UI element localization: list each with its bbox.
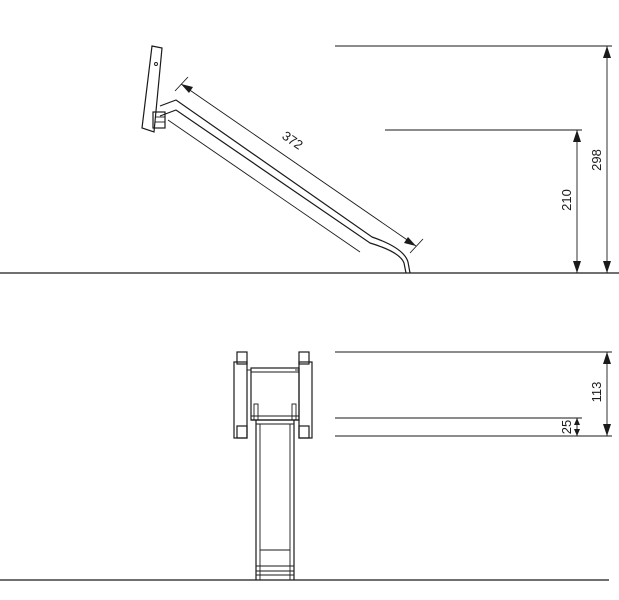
front-platform (250, 367, 300, 421)
total-height-label: 298 (589, 149, 604, 171)
front-total-height-dimension: 113 (335, 351, 612, 437)
front-total-height-label: 113 (589, 382, 604, 403)
front-slide-chute (255, 420, 295, 580)
front-lower-height-dimension: 25 (335, 417, 582, 436)
slide-length-dimension: 372 (174, 76, 424, 254)
platform-height-label: 210 (559, 189, 574, 211)
total-height-dimension: 298 (335, 45, 612, 273)
platform-panel (141, 45, 166, 133)
slide-length-label: 372 (279, 128, 305, 153)
side-view: 372 298 210 (0, 45, 619, 274)
platform-height-dimension: 210 (385, 129, 582, 273)
left-side-panel (233, 351, 251, 439)
slide-chute (159, 99, 411, 274)
front-lower-height-label: 25 (559, 420, 574, 434)
right-side-panel (295, 351, 313, 439)
front-view: 113 25 (0, 351, 612, 581)
